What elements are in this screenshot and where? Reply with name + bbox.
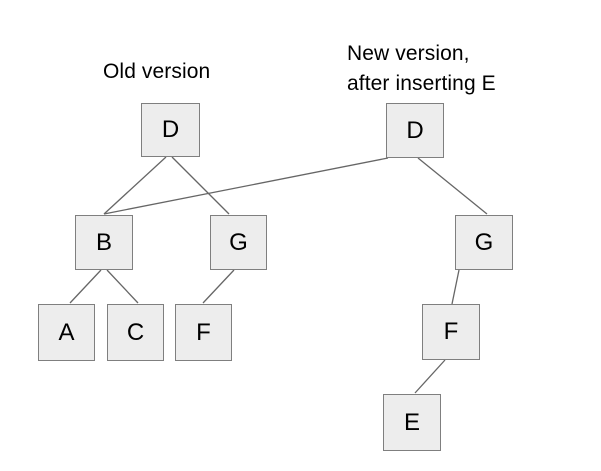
edge-new-g-new-f xyxy=(451,269,460,305)
tree-node-new-f[interactable]: F xyxy=(422,304,480,360)
tree-node-label-new-g: G xyxy=(474,228,494,256)
edge-old-b-old-a xyxy=(69,269,102,304)
tree-node-label-old-a: A xyxy=(58,318,75,346)
tree-node-old-b[interactable]: B xyxy=(75,215,133,270)
edge-old-d-old-g xyxy=(171,156,230,215)
tree-node-old-a[interactable]: A xyxy=(38,304,95,361)
caption-old-version: Old version xyxy=(103,60,211,83)
tree-node-label-new-f: F xyxy=(443,318,459,345)
edge-new-f-new-e xyxy=(414,359,446,394)
tree-node-label-old-b: B xyxy=(95,228,112,256)
tree-node-old-d[interactable]: D xyxy=(141,103,200,157)
tree-node-old-g[interactable]: G xyxy=(210,215,267,270)
tree-node-old-c[interactable]: C xyxy=(107,304,164,361)
tree-node-label-new-d: D xyxy=(406,116,424,144)
tree-node-label-old-f: F xyxy=(196,318,211,346)
tree-node-old-f[interactable]: F xyxy=(175,304,232,361)
tree-node-new-e[interactable]: E xyxy=(383,394,441,451)
edge-new-d-new-g xyxy=(417,157,488,215)
tree-node-new-d[interactable]: D xyxy=(386,103,444,158)
caption-new-version-line1: New version, xyxy=(347,42,470,65)
edge-new-d-old-b xyxy=(103,157,389,215)
edge-old-d-old-b xyxy=(103,156,167,215)
tree-node-label-old-c: C xyxy=(126,318,145,346)
tree-node-new-g[interactable]: G xyxy=(455,215,513,270)
tree-node-label-old-g: G xyxy=(229,228,248,256)
tree-node-label-new-e: E xyxy=(403,408,420,436)
edge-old-b-old-c xyxy=(106,269,139,304)
tree-node-label-old-d: D xyxy=(161,116,180,143)
edge-old-g-old-f xyxy=(202,269,235,304)
caption-new-version-line2: after inserting E xyxy=(347,72,496,95)
